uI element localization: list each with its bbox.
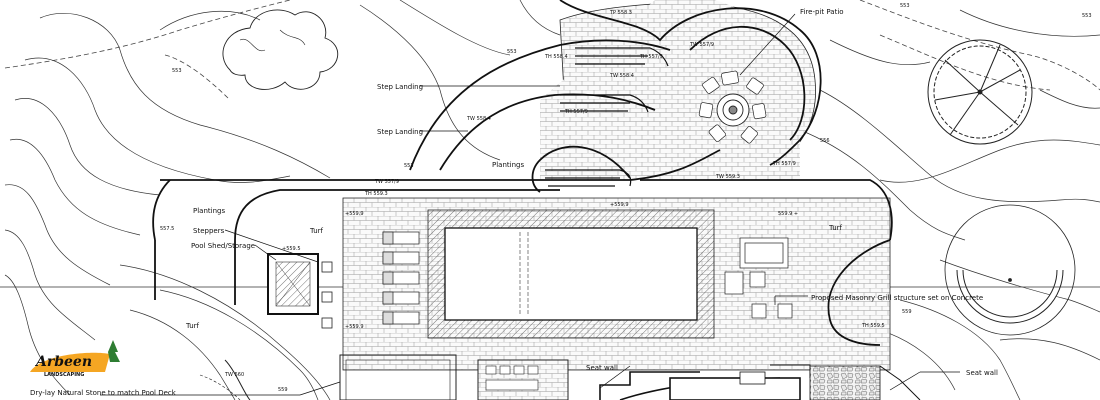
svg-text:556: 556 [820,138,830,144]
tree-circle-lower-right [944,204,1076,336]
svg-text:559: 559 [278,387,288,393]
covered-dining-structure [339,354,569,400]
label-turf-left-top: Turf [309,227,324,235]
svg-text:559.9 +: 559.9 + [778,211,798,217]
walkway-outlines [152,0,893,346]
outdoor-furniture [724,237,793,319]
label-turf-right: Turf [828,224,843,232]
label-plantings-top: Plantings [492,161,524,169]
svg-text:+559.9: +559.9 [345,324,364,330]
svg-text:553: 553 [507,49,517,55]
svg-text:TH 557/9: TH 557/9 [772,161,796,167]
svg-text:+559.5: +559.5 [282,246,301,252]
svg-text:557.5: 557.5 [160,226,174,232]
label-step-landing-2: Step Landing [377,128,423,136]
label-turf-left-bottom: Turf [185,322,200,330]
svg-text:TH 558.4: TH 558.4 [544,54,568,60]
svg-text:+559.9: +559.9 [345,211,364,217]
label-steppers: Steppers [193,227,225,235]
svg-text:559: 559 [902,309,912,315]
pool[interactable] [427,209,715,339]
svg-text:+559.9: +559.9 [610,202,629,208]
svg-text:553: 553 [404,163,414,169]
tree-symbol-icon [927,39,1033,145]
label-fire-pit-patio: Fire-pit Patio [800,8,844,16]
label-pool-shed: Pool Shed/Storage [191,242,255,250]
label-seat-wall-2: Seat wall [966,369,998,377]
svg-text:TW 559.3: TW 559.3 [715,174,740,180]
logo-name: Arbeen [34,354,92,370]
lounge-chairs [382,231,420,325]
label-dry-lay-stone: Dry-lay Natural Stone to match Pool Deck [30,389,177,397]
fire-pit-icon [698,70,767,144]
svg-text:TH 557/9: TH 557/9 [564,109,588,115]
elevation-labels: 553 553 553 553 553 556 559 559 TP 558.3… [160,3,1092,393]
svg-text:TP 558.3: TP 558.3 [609,10,632,16]
label-grill: Proposed Masonry Grill structure set on … [811,294,983,302]
svg-text:TH 559.3: TH 559.3 [364,191,388,197]
tree-canopy-icon [222,9,339,90]
svg-text:TW 557/9: TW 557/9 [689,42,714,48]
label-step-landing-1: Step Landing [377,83,423,91]
label-seat-wall-1: Seat wall [586,364,618,372]
svg-text:TH 557/9: TH 557/9 [639,54,663,60]
svg-text:TW 558.4: TW 558.4 [609,73,634,79]
label-plantings-left: Plantings [193,207,225,215]
logo-tagline: LANDSCAPING [44,372,84,378]
leader-lines [100,13,960,396]
svg-text:553: 553 [1082,13,1092,19]
step-treads [545,47,669,187]
arbeen-logo: Arbeen LANDSCAPING [30,340,120,378]
svg-text:TW 560: TW 560 [224,372,244,378]
svg-text:553: 553 [900,3,910,9]
existing-contours [4,0,1100,101]
svg-text:TW 558.4: TW 558.4 [466,116,491,122]
grill-and-seat-walls [599,364,921,400]
plan-labels: Fire-pit Patio Step Landing Step Landing… [30,8,998,397]
pool-shed-icon [267,253,333,329]
svg-text:TH 559.5: TH 559.5 [861,323,885,329]
contour-lines [4,0,1100,400]
svg-text:553: 553 [172,68,182,74]
svg-text:TW 557/9: TW 557/9 [374,179,399,185]
